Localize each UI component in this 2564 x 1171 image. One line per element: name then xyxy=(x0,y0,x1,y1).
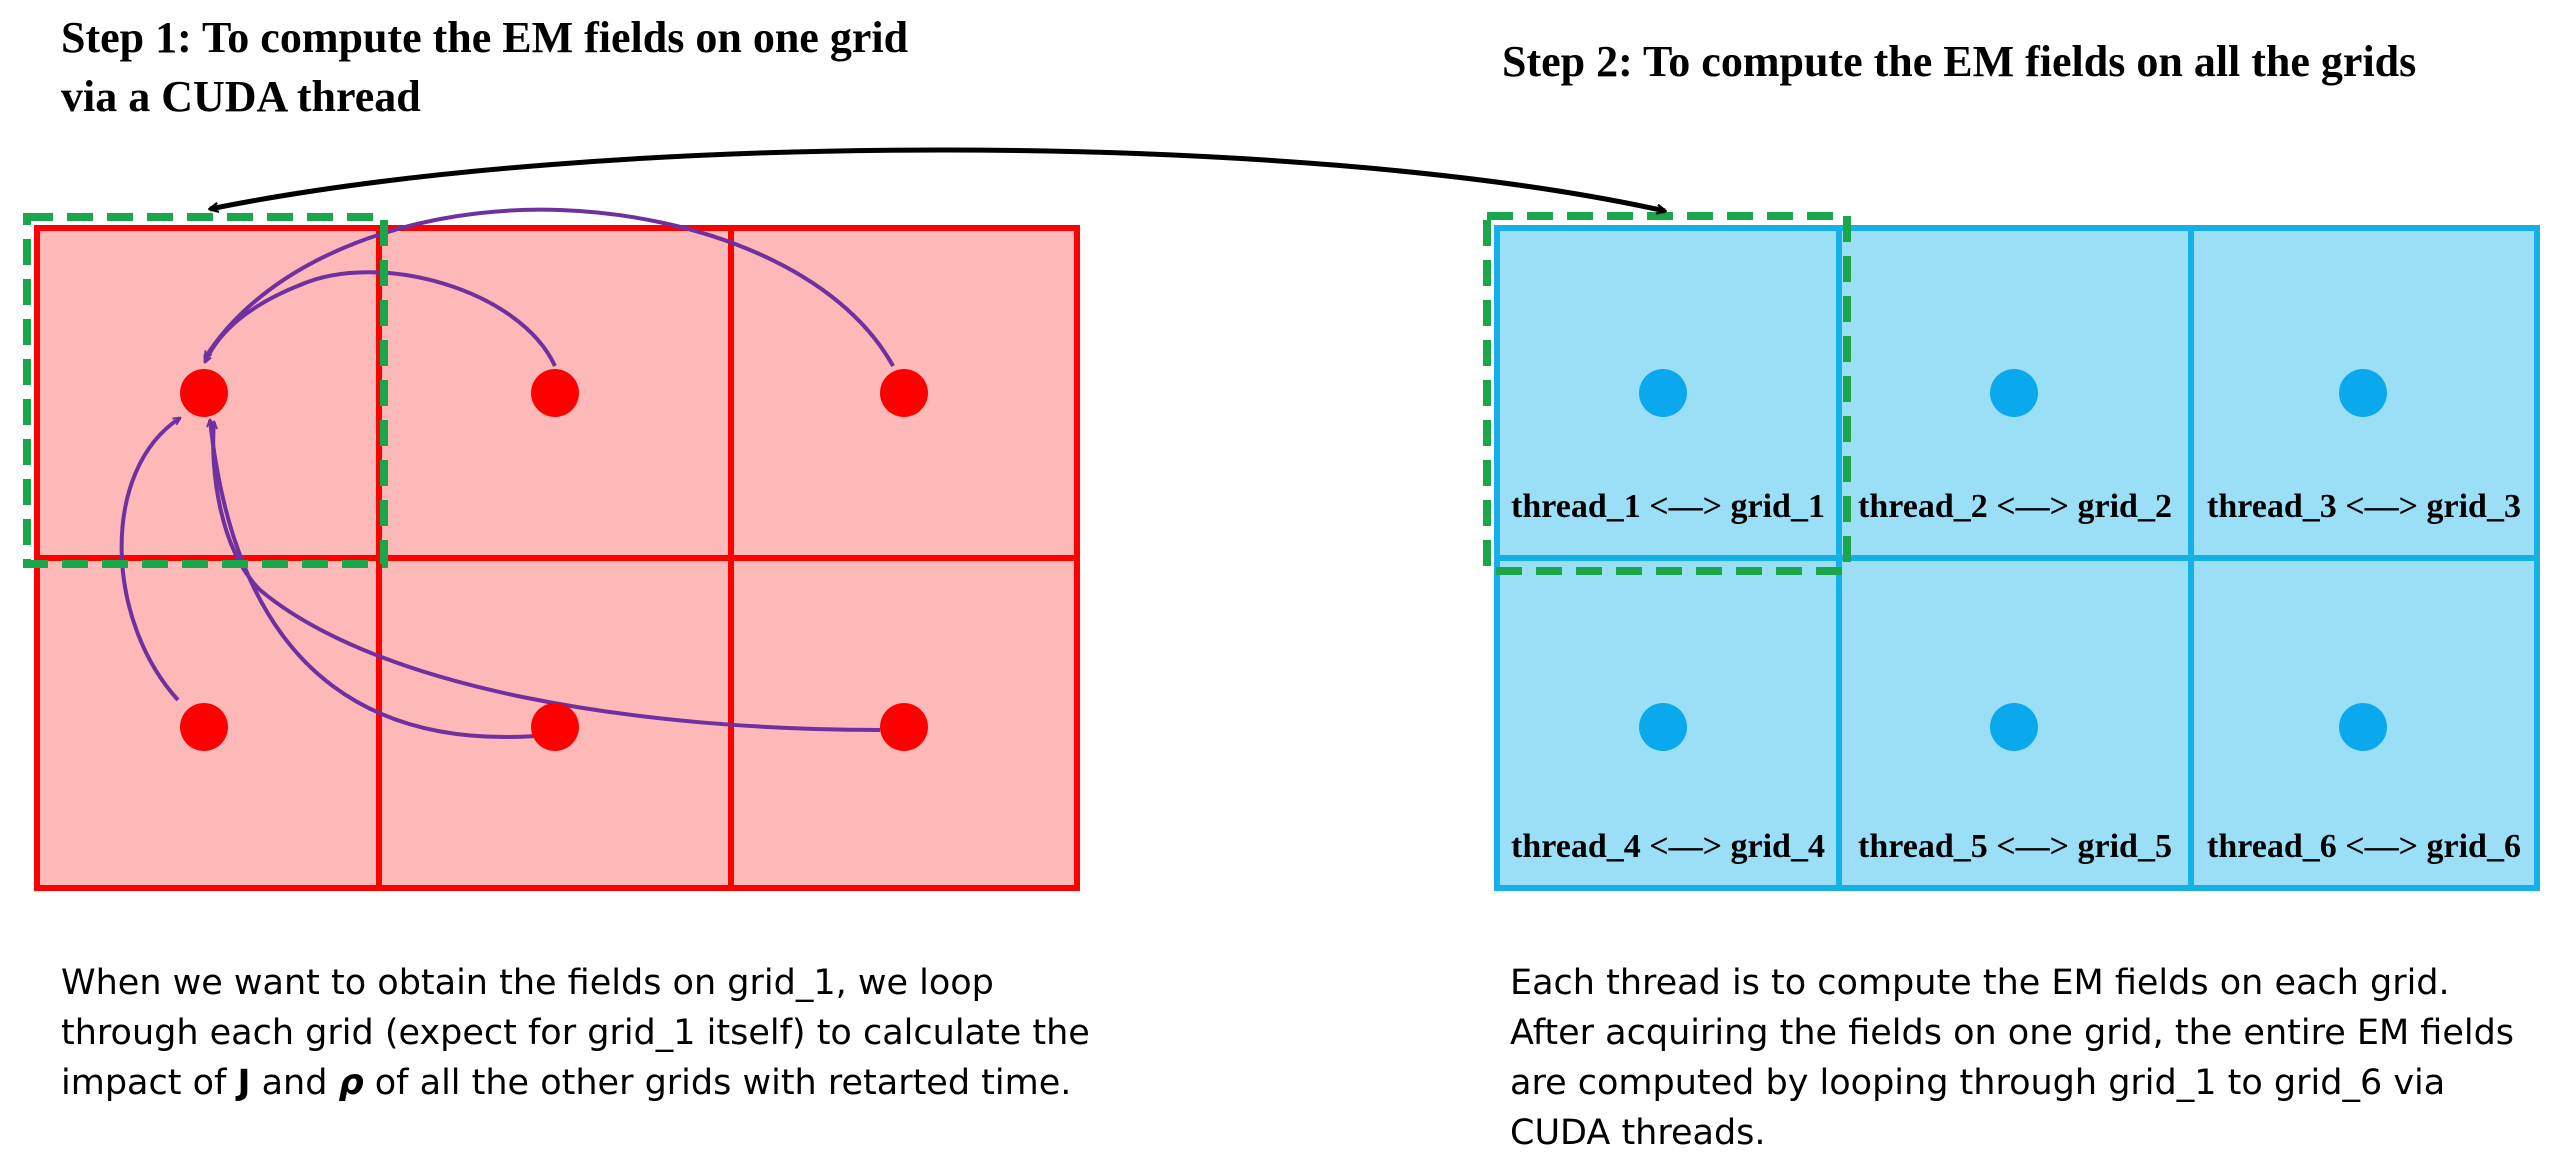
arrow-grid5-to-grid1 xyxy=(210,420,537,740)
step2-title: Step 2: To compute the EM fields on all … xyxy=(1502,37,2417,86)
step1-title: Step 1: To compute the EM fields on one … xyxy=(61,8,1061,126)
step2-caption: Each thread is to compute the EM fields … xyxy=(1510,963,2515,1153)
step1-caption-part1: When we want to obtain the fields on gri… xyxy=(61,963,1090,1103)
step1-grid2-dot xyxy=(531,369,579,417)
cell-label-1: thread_1 <—> grid_1 xyxy=(1511,488,1825,525)
step-connector-arrow xyxy=(210,147,1665,211)
step2-grid2-dot xyxy=(1990,369,2038,417)
step1-grid5-dot xyxy=(531,703,579,751)
step2-grid3-dot xyxy=(2339,369,2387,417)
step2-grid: thread_1 <—> grid_1 thread_2 <—> grid_2 … xyxy=(1483,212,2540,891)
arrow-grid4-to-grid1 xyxy=(119,416,180,702)
step1-grid1-highlight xyxy=(23,213,388,568)
step1-grid1-dot xyxy=(180,369,228,417)
step2-dots xyxy=(1639,369,2387,751)
cell-label-2: thread_2 <—> grid_2 xyxy=(1858,488,2172,525)
step2-grid1-highlight xyxy=(1483,212,1851,575)
step1-grid4-dot xyxy=(180,703,228,751)
step1-grid-lines xyxy=(34,225,1080,891)
step1-caption-rho: ρ xyxy=(338,1063,364,1103)
step2-grid6-dot xyxy=(2339,703,2387,751)
step1-title-line1: Step 1: To compute the EM fields on one … xyxy=(61,13,909,62)
step1-title-line2: via a CUDA thread xyxy=(61,72,421,121)
step1-caption-part2: of all the other grids with retarted tim… xyxy=(363,1063,1072,1103)
step1-grid3-dot xyxy=(880,369,928,417)
arrow-grid6-to-grid1 xyxy=(213,422,881,732)
step1-grid xyxy=(23,207,1080,891)
step1-caption-and: and xyxy=(250,1063,339,1103)
step1-caption-J: J xyxy=(237,1063,251,1103)
step2-grid4-dot xyxy=(1639,703,1687,751)
cell-label-4: thread_4 <—> grid_4 xyxy=(1511,828,1825,865)
step2-cell-labels: thread_1 <—> grid_1 thread_2 <—> grid_2 … xyxy=(1511,488,2521,865)
cell-label-6: thread_6 <—> grid_6 xyxy=(2207,828,2521,865)
step2-grid5-dot xyxy=(1990,703,2038,751)
step1-dots xyxy=(180,369,928,751)
cell-label-3: thread_3 <—> grid_3 xyxy=(2207,488,2521,525)
step2-grid1-dot xyxy=(1639,369,1687,417)
step1-caption: When we want to obtain the fields on gri… xyxy=(61,958,1091,1108)
step2-grid-lines xyxy=(1494,225,2540,891)
step1-grid6-dot xyxy=(880,703,928,751)
cell-label-5: thread_5 <—> grid_5 xyxy=(1858,828,2172,865)
